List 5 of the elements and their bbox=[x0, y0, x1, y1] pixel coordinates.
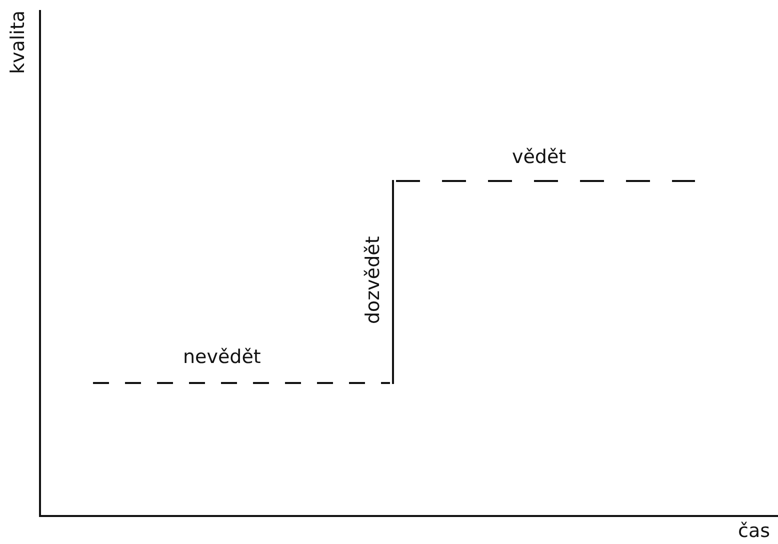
axis-title: kvalita bbox=[9, 10, 28, 74]
level-label: vědět bbox=[512, 148, 566, 167]
transition-label: dozvědět bbox=[364, 236, 383, 324]
axis-title: čas bbox=[738, 522, 770, 541]
level-label: nevědět bbox=[183, 348, 261, 367]
